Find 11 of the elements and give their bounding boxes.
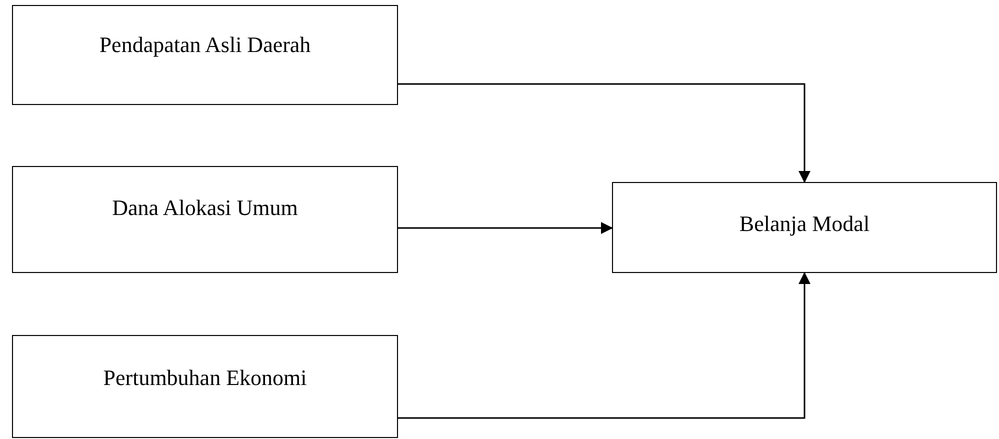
box-label: Pendapatan Asli Daerah [99, 32, 311, 58]
box-label: Belanja Modal [739, 211, 870, 237]
box-label: Dana Alokasi Umum [112, 195, 298, 221]
process-box [12, 166, 398, 273]
arrow [398, 272, 810, 419]
arrow [398, 83, 810, 183]
process-box [612, 182, 997, 273]
process-box [12, 5, 398, 105]
process-box [12, 335, 398, 438]
arrow [398, 222, 613, 234]
box-label: Pertumbuhan Ekonomi [103, 365, 307, 391]
